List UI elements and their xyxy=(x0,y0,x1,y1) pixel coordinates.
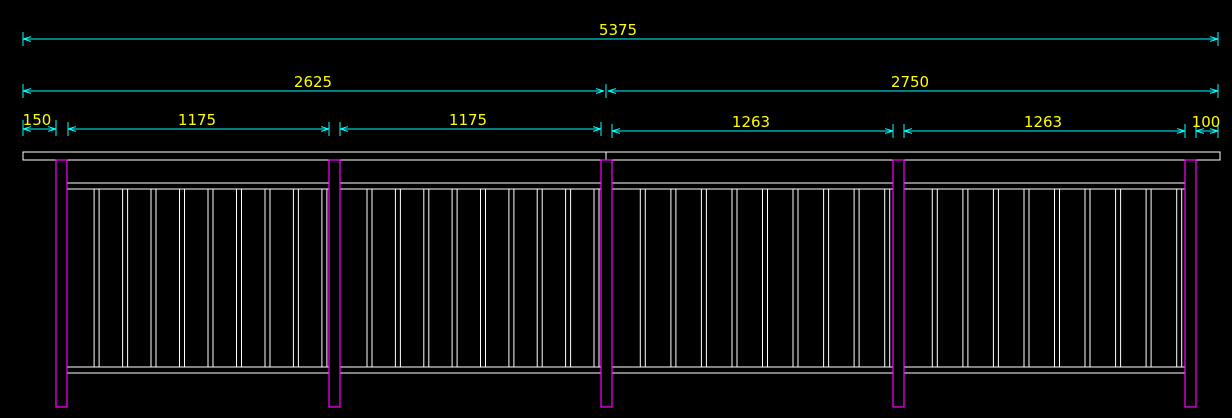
dim-segments xyxy=(22,120,1219,138)
posts xyxy=(55,159,1197,408)
post-2 xyxy=(328,159,341,408)
dim-text-overall: 5375 xyxy=(599,21,637,39)
dim-text-1263-b: 1263 xyxy=(1024,113,1062,131)
dimension-lines xyxy=(22,32,1219,138)
post-4 xyxy=(892,159,905,408)
top-rail xyxy=(67,182,1186,190)
dim-text-left-half: 2625 xyxy=(294,73,332,91)
dim-text-1175-b: 1175 xyxy=(449,111,487,129)
post-1 xyxy=(55,159,68,408)
dim-text-1263-a: 1263 xyxy=(732,113,770,131)
post-3 xyxy=(600,159,613,408)
dim-text-1175-a: 1175 xyxy=(178,111,216,129)
balusters xyxy=(93,189,1183,367)
dim-overall xyxy=(22,32,1219,46)
railing xyxy=(22,151,1221,408)
dim-text-right-half: 2750 xyxy=(891,73,929,91)
bottom-rail xyxy=(67,366,1186,374)
handrail xyxy=(22,151,1221,161)
dim-halves xyxy=(22,84,1219,98)
dimension-texts: 5375 2625 2750 150 1175 1175 1263 1263 1… xyxy=(23,21,1221,131)
dim-text-100: 100 xyxy=(1192,113,1221,131)
post-5 xyxy=(1184,159,1197,408)
dim-text-150: 150 xyxy=(23,111,52,129)
